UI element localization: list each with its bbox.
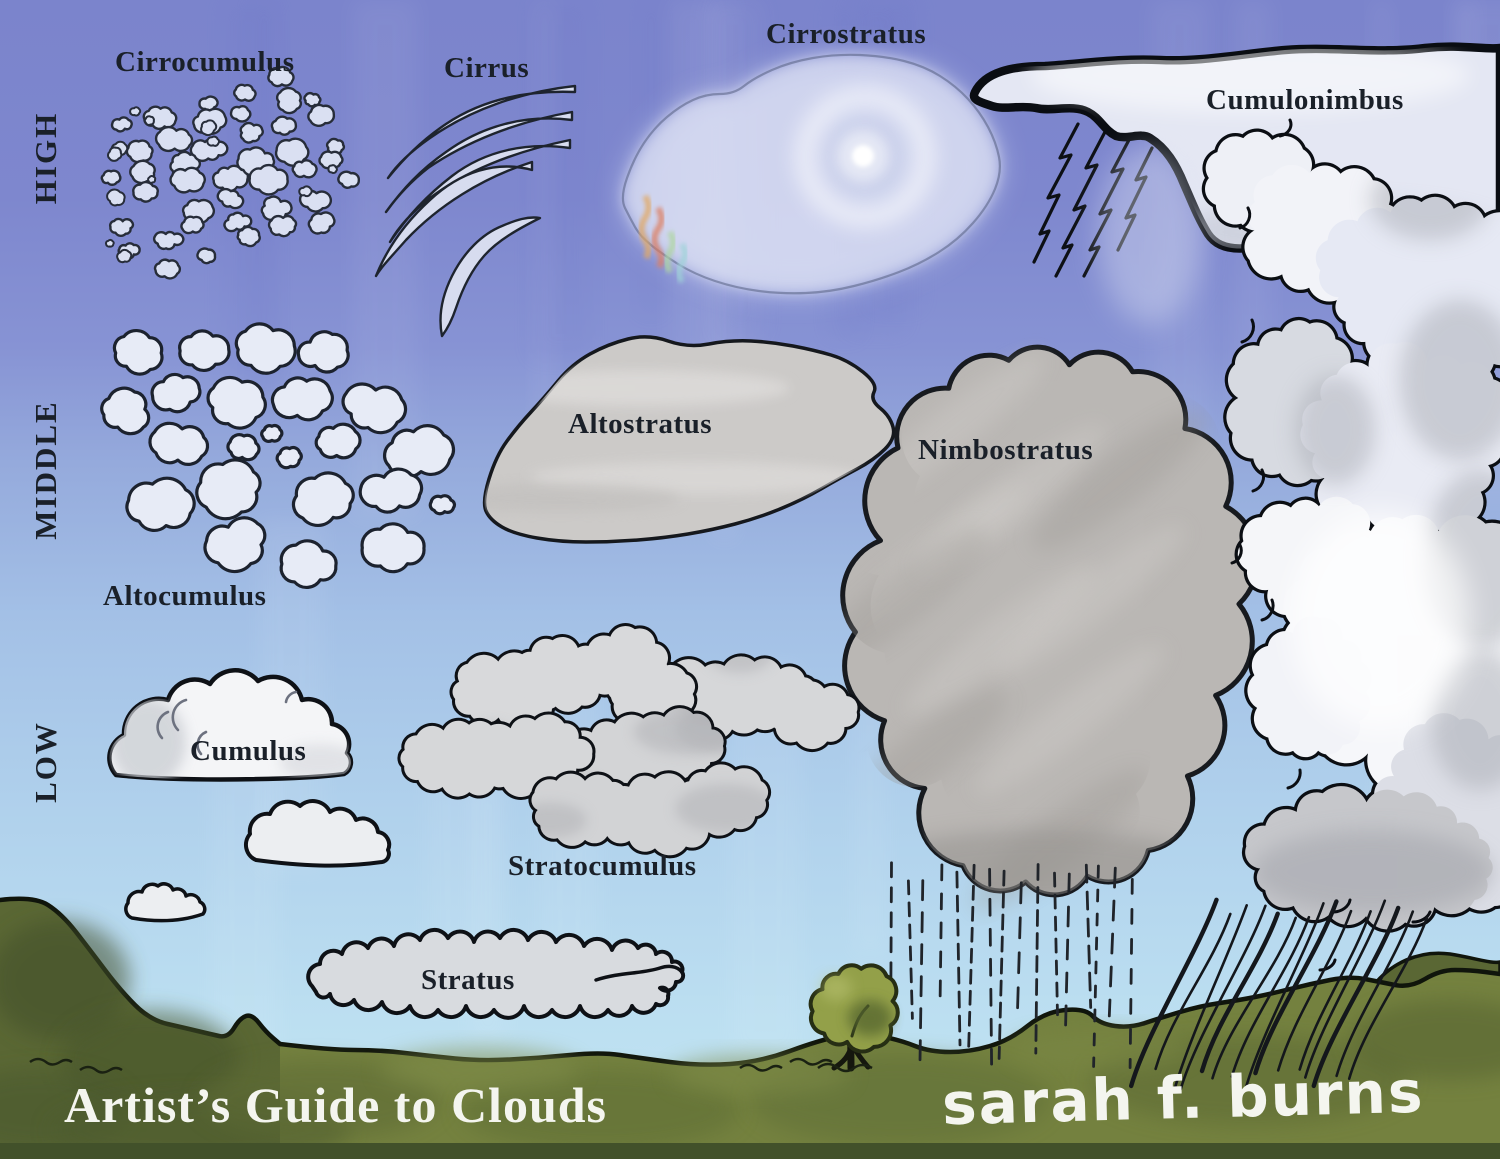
label-cirrocumulus: Cirrocumulus xyxy=(115,46,295,78)
label-stratus: Stratus xyxy=(421,964,515,996)
label-cumulus: Cumulus xyxy=(190,735,307,767)
page-title: Artist’s Guide to Clouds xyxy=(64,1077,608,1133)
cirrocumulus-cloud xyxy=(100,65,360,280)
cumulonimbus-tower xyxy=(1201,118,1500,972)
stratocumulus-cloud xyxy=(397,623,861,859)
stratus-cloud xyxy=(306,927,686,1020)
label-cirrus: Cirrus xyxy=(444,52,530,84)
label-cirrostratus: Cirrostratus xyxy=(766,18,927,50)
label-cumulonimbus: Cumulonimbus xyxy=(1206,84,1404,116)
altostratus-cloud xyxy=(482,335,896,544)
artist-signature: sarah f. burns xyxy=(941,1057,1426,1139)
tree xyxy=(808,963,900,1073)
label-stratocumulus: Stratocumulus xyxy=(508,850,697,882)
cumulonimbus-rain xyxy=(1129,897,1429,1091)
altocumulus-cloud xyxy=(100,322,457,589)
cirrus-cloud xyxy=(374,84,577,338)
cumulus-cloud xyxy=(107,668,392,923)
label-nimbostratus: Nimbostratus xyxy=(918,434,1094,466)
cirrostratus-cloud xyxy=(621,53,1001,295)
label-altostratus: Altostratus xyxy=(568,408,713,440)
ground xyxy=(0,896,1500,1159)
label-altocumulus: Altocumulus xyxy=(103,580,267,612)
